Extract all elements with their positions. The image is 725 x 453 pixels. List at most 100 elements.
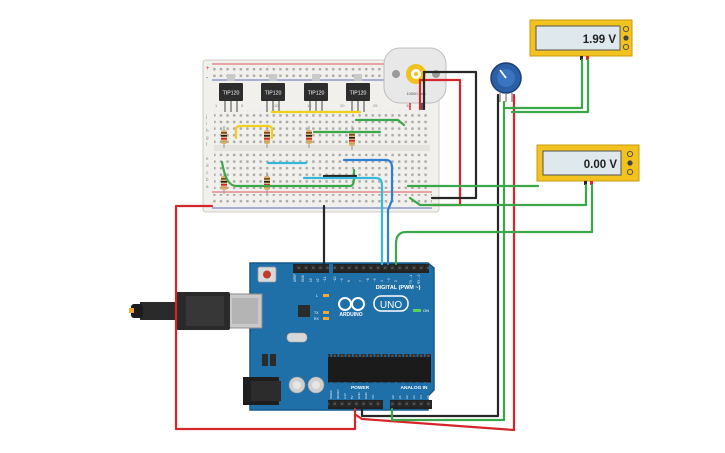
transistor-q2[interactable]: TIP120 <box>261 74 285 112</box>
pin-label: 5V <box>350 395 354 399</box>
resistor[interactable] <box>264 126 270 148</box>
pin-label: A5 <box>426 395 430 399</box>
pin-label: ~9 <box>340 278 344 282</box>
pin-label: A1 <box>398 395 402 399</box>
transistor-label: TIP120 <box>265 91 282 97</box>
pin-label: RX←0 <box>417 274 421 284</box>
multimeter-reading: 0.00 V <box>584 159 618 171</box>
led-label: RX <box>314 317 320 321</box>
multimeter-2[interactable]: 0.00 V <box>536 144 640 185</box>
pin-label: TX→1 <box>409 275 413 284</box>
wire-red-pot[interactable] <box>354 93 516 432</box>
probe-terminal[interactable] <box>580 56 583 60</box>
pin-label: ~3 <box>387 278 391 282</box>
pin-label: A0 <box>391 395 395 399</box>
transistor-label: TIP120 <box>350 91 367 97</box>
wire-black-motor[interactable] <box>422 70 478 200</box>
rail-plus-label: + <box>206 66 210 72</box>
usb-cable[interactable] <box>129 292 230 330</box>
pin-label: A4 <box>419 395 423 399</box>
arduino-uno-board[interactable]: DIGITAL (PWM ~) AREF GND 13 12 ~11 ~10 ~… <box>249 262 435 411</box>
pin-label: AREF <box>293 273 297 282</box>
wire-green-meter2-red[interactable] <box>394 183 594 266</box>
pin-label: IOREF <box>329 390 333 399</box>
probe-terminal[interactable] <box>584 181 587 185</box>
led-label: L <box>316 294 318 298</box>
on-label: ON <box>423 308 429 313</box>
resistor[interactable] <box>221 126 227 148</box>
wire-yellow-1[interactable] <box>234 124 274 140</box>
resistor[interactable] <box>306 126 312 148</box>
wire-green-meter1-black[interactable] <box>502 58 584 110</box>
wire-green-meter1-red[interactable] <box>510 58 590 114</box>
pin-label: A2 <box>405 395 409 399</box>
resistor[interactable] <box>221 172 227 194</box>
transistor-q1[interactable]: TIP120 <box>219 74 243 112</box>
row-letter: h <box>206 128 209 133</box>
pin-label: 3.3V <box>343 393 347 399</box>
col-number: 1 <box>215 103 218 108</box>
pin-label: RESET <box>336 389 340 399</box>
transistor-label: TIP120 <box>223 91 240 97</box>
mode-knob-icon[interactable] <box>626 168 634 176</box>
row-letter: e <box>206 156 209 161</box>
pin-label: 4 <box>380 280 384 282</box>
pin-label: 2 <box>394 280 398 282</box>
mode-knob-icon[interactable] <box>623 35 629 41</box>
digital-label: DIGITAL (PWM ~) <box>376 285 421 291</box>
col-number: 20 <box>340 103 345 108</box>
pin-label: GND <box>301 274 305 282</box>
col-number: 5 <box>241 103 244 108</box>
bottom-terminal-strip[interactable] <box>214 153 430 189</box>
row-letter: c <box>206 170 209 175</box>
usb-port[interactable] <box>227 293 263 329</box>
pin-label: 7 <box>359 280 363 282</box>
power-label: POWER <box>351 385 370 391</box>
crystal-oscillator <box>286 332 308 343</box>
row-letter: g <box>206 135 209 140</box>
top-power-rail[interactable] <box>212 66 432 78</box>
dc-power-jack[interactable] <box>243 377 281 405</box>
pin-label: GND <box>357 392 361 400</box>
probe-terminal[interactable] <box>590 181 593 185</box>
wire-cyan-pin[interactable] <box>302 176 384 266</box>
pin-label: A3 <box>412 395 416 399</box>
mode-knob-icon[interactable] <box>622 43 630 51</box>
mode-knob-icon[interactable] <box>622 25 630 33</box>
rail-minus-label: - <box>206 75 208 81</box>
bottom-power-rail[interactable] <box>212 194 432 206</box>
arduino-logo-text: ARDUINO <box>339 312 362 318</box>
transistor-q3[interactable]: TIP120 <box>304 74 328 112</box>
pin-label: Vin <box>371 394 375 399</box>
transistor-q4[interactable]: TIP120 <box>346 74 370 112</box>
wire-red-5v[interactable] <box>174 204 357 431</box>
wire-green-bb-3[interactable] <box>220 160 356 188</box>
wire-green-bb-1[interactable] <box>354 118 406 127</box>
col-number: 25 <box>373 103 378 108</box>
wire-blue-bb[interactable] <box>342 158 394 184</box>
potentiometer[interactable] <box>490 62 522 102</box>
pin-label: 13 <box>309 278 313 282</box>
probe-terminal[interactable] <box>586 56 589 60</box>
row-letter: b <box>206 177 209 182</box>
col-number: 30 <box>406 103 411 108</box>
atmega-chip <box>328 357 431 382</box>
col-number: 10 <box>274 103 279 108</box>
potentiometer-knob-icon <box>499 69 507 79</box>
mode-knob-icon[interactable] <box>627 160 633 166</box>
wire-green-a0[interactable] <box>390 100 506 422</box>
wire-black-pot[interactable] <box>360 93 500 418</box>
row-letter: d <box>206 163 209 168</box>
row-letter: a <box>206 184 209 189</box>
row-letter: f <box>206 142 208 147</box>
led-label: TX <box>314 311 319 315</box>
wire-blue-pin[interactable] <box>386 180 394 266</box>
wire-green-meter2-black[interactable] <box>408 183 588 207</box>
mode-knob-icon[interactable] <box>626 150 634 158</box>
arduino-logo: ARDUINO UNO <box>338 295 409 318</box>
resistor[interactable] <box>349 126 355 150</box>
multimeter-1[interactable]: 1.99 V <box>529 19 633 60</box>
pin-label: ~11 <box>323 277 327 282</box>
pin-label: ~6 <box>366 278 370 282</box>
